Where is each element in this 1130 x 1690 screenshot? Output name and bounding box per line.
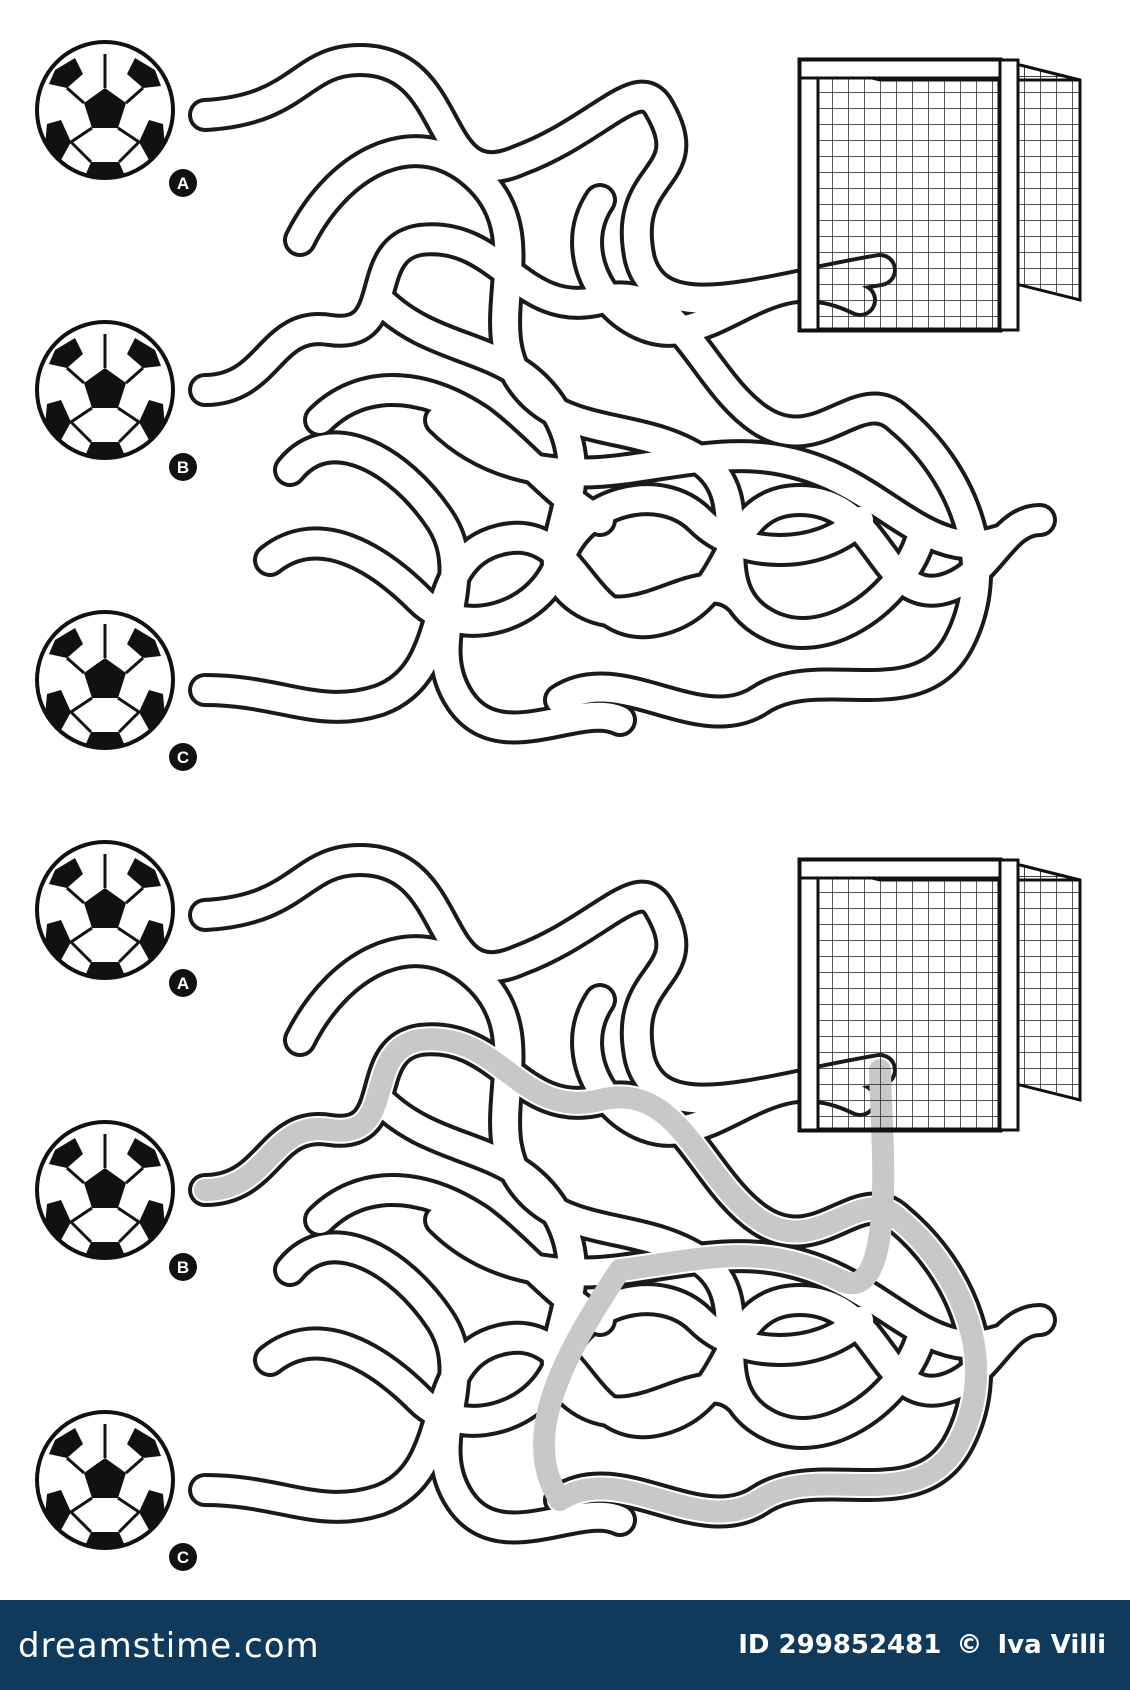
maze-panel-solution: A B C — [0, 800, 1130, 1600]
solution-path — [194, 1028, 988, 1523]
soccer-ball-icon[interactable] — [35, 320, 175, 460]
soccer-ball-icon — [35, 840, 175, 980]
label-a-text: A — [177, 974, 189, 993]
maze-svg-puzzle: A B C — [35, 40, 1130, 771]
soccer-ball-icon[interactable] — [35, 610, 175, 750]
copyright-icon: © — [956, 1630, 983, 1660]
goal-net-icon — [800, 860, 1080, 1130]
author-name[interactable]: Iva Villi — [997, 1630, 1106, 1660]
label-a-text: A — [177, 174, 189, 193]
label-b-text: B — [177, 1258, 189, 1277]
goal-net-icon — [800, 60, 1080, 330]
start-label-c: C — [169, 743, 197, 771]
label-b-text: B — [177, 458, 189, 477]
start-label-b: B — [169, 453, 197, 481]
stock-footer-bar: dreamstime.com ID 299852481 © Iva Villi — [0, 1600, 1130, 1690]
label-c-text: C — [177, 1548, 189, 1567]
label-c-text: C — [177, 748, 189, 767]
start-label-b: B — [169, 1253, 197, 1281]
image-id: ID 299852481 — [738, 1630, 942, 1660]
maze-svg-solution: A B C — [35, 840, 1130, 1571]
start-label-c: C — [169, 1543, 197, 1571]
start-label-a: A — [169, 169, 197, 197]
maze-panel-puzzle: A B C — [0, 0, 1130, 800]
soccer-ball-icon — [35, 1120, 175, 1260]
image-credit: ID 299852481 © Iva Villi — [732, 1630, 1106, 1660]
soccer-ball-icon — [35, 1410, 175, 1550]
start-label-a: A — [169, 969, 197, 997]
soccer-ball-icon[interactable] — [35, 40, 175, 180]
brand-logo-text[interactable]: dreamstime.com — [18, 1626, 320, 1666]
